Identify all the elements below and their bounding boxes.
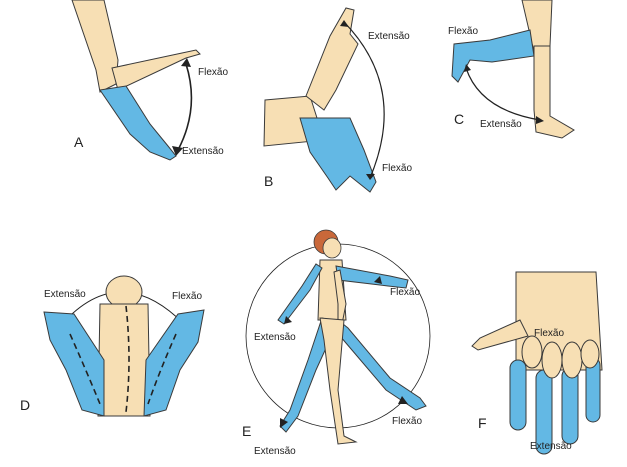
panel-e: Flexão Extensão Flexão Extensão E [240,220,450,467]
label-flexao-e-arm: Flexão [390,287,421,298]
wrist-hand-icon [263,7,385,193]
label-flexao-f: Flexão [534,328,565,339]
label-extensao-d: Extensão [44,289,86,300]
label-flexao-b: Flexão [382,163,413,174]
panel-d: Extensão Flexão D [0,220,240,420]
label-extensao-b: Extensão [368,31,410,42]
label-extensao-a: Extensão [182,146,224,157]
label-extensao-c: Extensão [480,119,522,130]
label-flexao-e-leg: Flexão [392,416,423,427]
label-extensao-e-leg: Extensão [254,446,296,457]
label-flexao-a: Flexão [198,67,229,78]
label-extensao-e-arm: Extensão [254,332,296,343]
panel-letter-c: C [454,111,465,127]
walking-figure-icon [245,229,431,445]
panel-f: Flexão Extensão F [450,220,627,467]
panel-c: Flexão Extensão C [430,0,627,200]
panel-b: Extensão Flexão B [240,0,430,200]
neck-spine-icon [43,275,205,417]
panel-letter-d: D [20,397,31,413]
panel-letter-e: E [242,423,252,439]
panel-a: Flexão Extensão A [0,0,240,200]
elbow-arm-icon [71,0,201,161]
label-flexao-d: Flexão [172,291,203,302]
knee-leg-icon [451,0,575,139]
panel-letter-b: B [264,173,274,189]
label-flexao-c: Flexão [448,26,479,37]
fingers-hand-icon [471,271,603,455]
panel-letter-f: F [478,415,487,431]
panel-letter-a: A [74,134,84,150]
label-extensao-f: Extensão [530,441,572,452]
